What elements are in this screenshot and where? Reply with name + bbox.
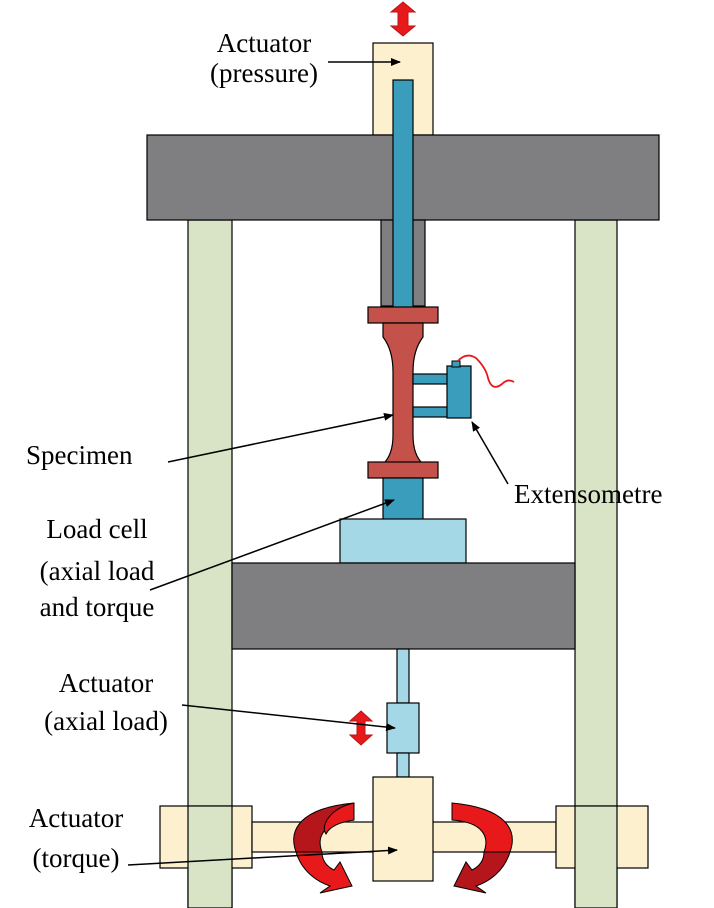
label-line: Load cell bbox=[46, 514, 148, 544]
label-load-cell: Load cell (axial load and torque bbox=[20, 514, 174, 622]
label-line: and torque bbox=[39, 592, 155, 622]
label-actuator-axial: Actuator (axial load) bbox=[26, 668, 186, 736]
torque-actuator-block bbox=[372, 776, 434, 882]
upper-grip-flange bbox=[367, 306, 439, 324]
label-actuator-torque: Actuator (torque) bbox=[14, 803, 138, 873]
label-actuator-pressure: Actuator (pressure) bbox=[196, 28, 332, 88]
torque-rotation-arrow-right bbox=[451, 802, 513, 894]
label-text: Extensometre bbox=[514, 479, 663, 509]
load-cell bbox=[382, 477, 424, 521]
extensometre-upper-arm bbox=[412, 373, 450, 385]
lower-grip-flange bbox=[367, 461, 439, 479]
label-line: Actuator bbox=[28, 803, 124, 833]
label-line: (torque) bbox=[32, 843, 120, 873]
leader-actuator-axial bbox=[181, 704, 396, 732]
label-line: (pressure) bbox=[210, 58, 318, 88]
extensometre-connector bbox=[451, 360, 461, 368]
axial-direction-arrow bbox=[348, 710, 374, 746]
axial-rod-upper bbox=[396, 648, 410, 704]
label-line: Actuator bbox=[216, 28, 312, 58]
leader-load-cell bbox=[149, 499, 395, 591]
label-line: (axial load) bbox=[44, 706, 168, 736]
extensometre-body bbox=[446, 365, 472, 419]
load-cell-base bbox=[339, 518, 467, 564]
pressure-piston-rod bbox=[392, 79, 414, 309]
leader-extensometre bbox=[471, 421, 509, 485]
specimen bbox=[381, 322, 425, 465]
extensometre-cable bbox=[457, 354, 515, 388]
axial-rod-lower bbox=[396, 752, 410, 778]
right-column-front bbox=[574, 805, 618, 908]
label-text: Specimen bbox=[26, 440, 133, 470]
lower-crosshead bbox=[231, 562, 576, 650]
label-line: Actuator bbox=[58, 668, 154, 698]
label-extensometre: Extensometre bbox=[514, 479, 662, 509]
leader-actuator-torque bbox=[127, 846, 398, 866]
left-column-front bbox=[187, 805, 233, 908]
torque-rotation-arrow-left bbox=[293, 802, 355, 894]
leader-specimen bbox=[167, 412, 394, 463]
label-line: (axial load bbox=[39, 556, 155, 586]
left-frame-column bbox=[187, 219, 233, 908]
pressure-direction-arrow bbox=[389, 1, 417, 37]
label-specimen: Specimen bbox=[26, 440, 132, 470]
extensometre-lower-arm bbox=[412, 406, 450, 418]
right-frame-column bbox=[574, 219, 618, 908]
